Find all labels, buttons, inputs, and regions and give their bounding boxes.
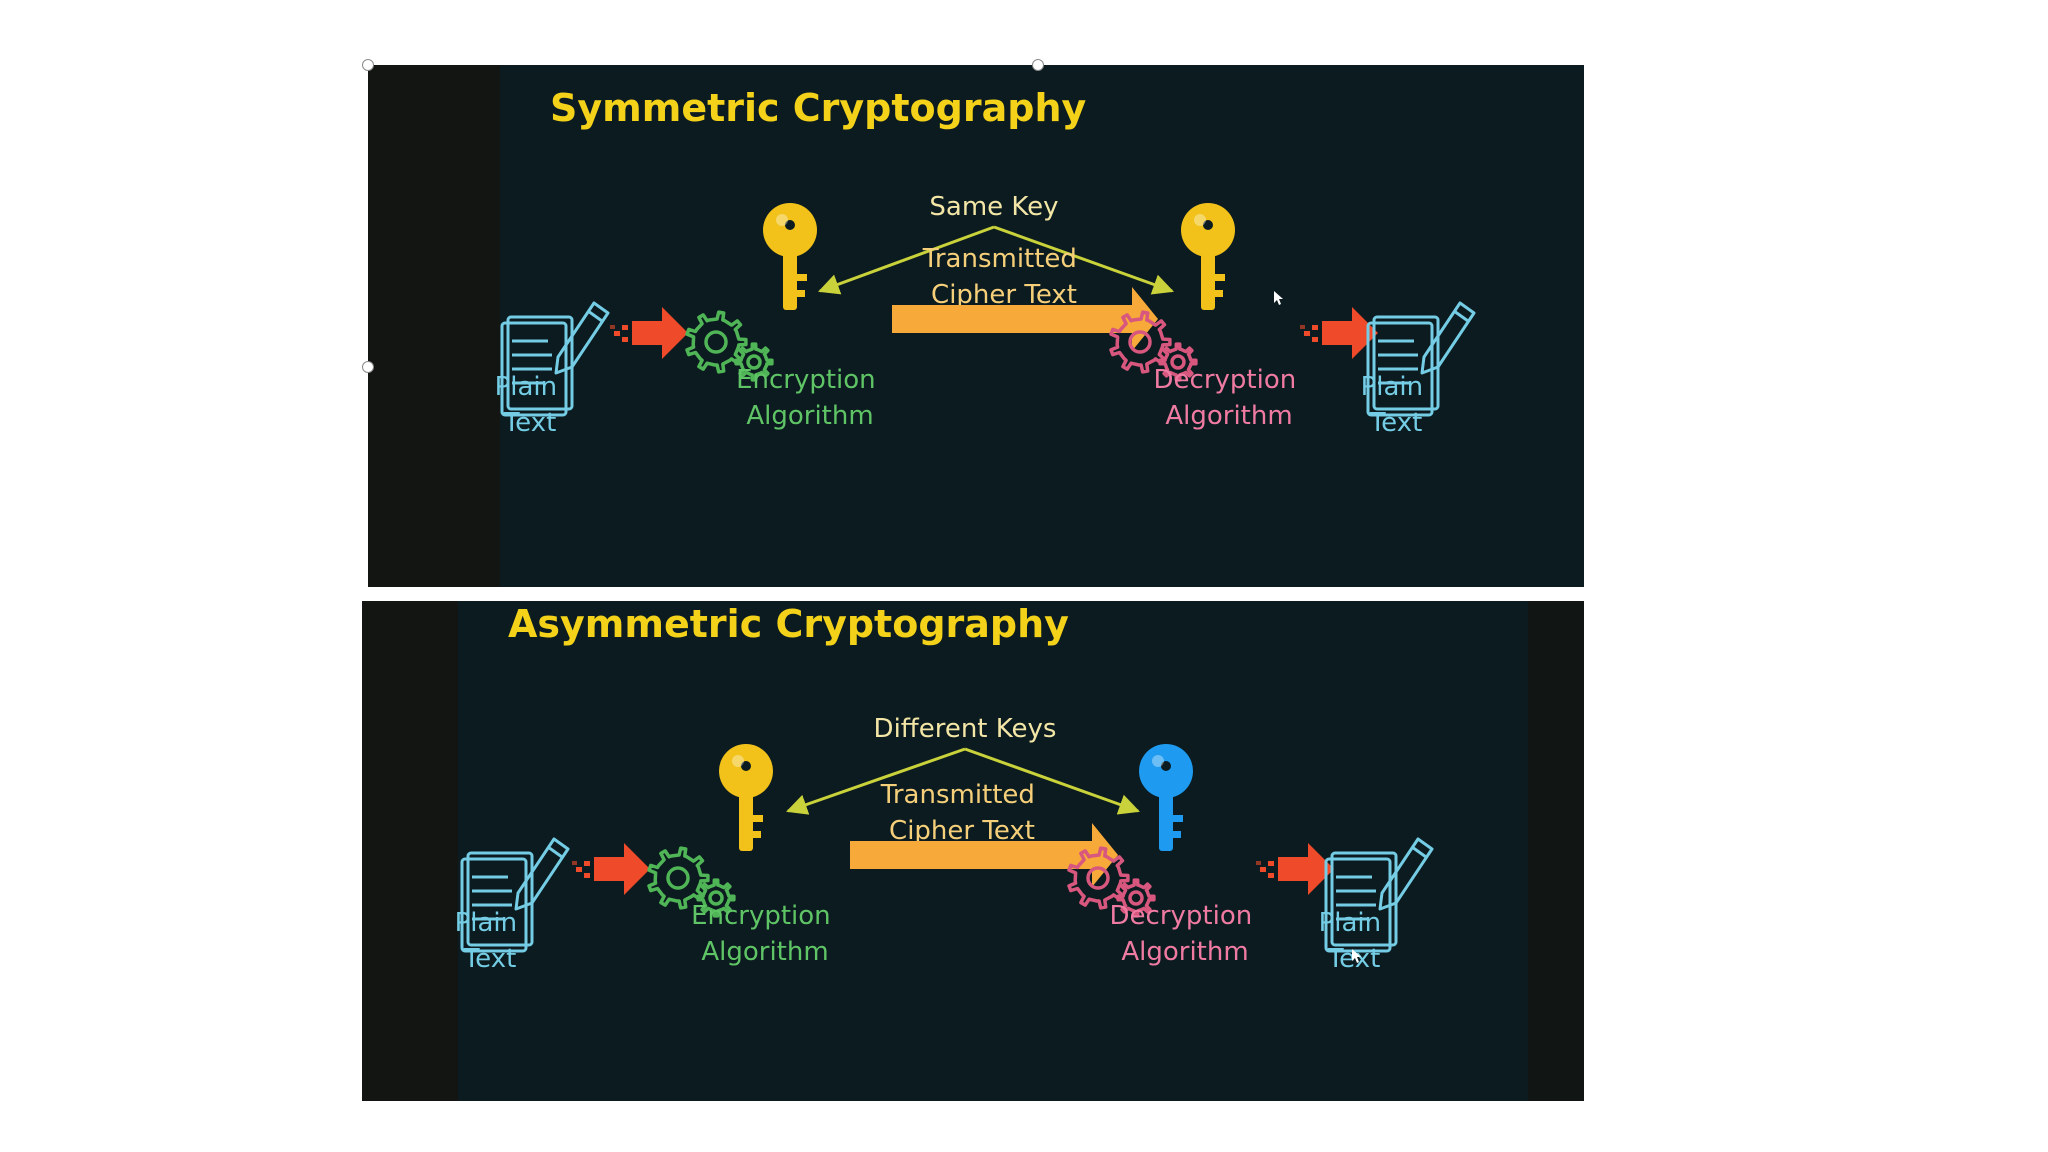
decryption-algorithm-label: Decryption Algorithm [1110,901,1261,967]
transmit-arrow-icon [850,823,1118,887]
symmetric-diagram: Symmetric Cryptography Same Key [495,86,1476,438]
document-icon [460,837,570,953]
red-arrow-icon [610,307,688,359]
gear-icon [1067,846,1156,918]
key-icon [1139,744,1193,851]
gear-icon [685,310,774,382]
encryption-algorithm-label: Encryption Algorithm [691,901,839,967]
key-icon [763,203,817,310]
key-label: Same Key [929,192,1058,222]
document-icon [1324,837,1434,953]
transmitted-cipher-text-label: Transmitted Cipher Text [922,244,1085,310]
asymmetric-diagram: Asymmetric Cryptography Different Keys [455,602,1434,974]
document-icon [1366,301,1476,417]
resize-handle[interactable] [362,361,374,373]
plain-text-label: Plain Text [1319,908,1390,974]
plain-text-label: Plain Text [1361,372,1432,438]
document-icon [500,301,610,417]
panel-title: Symmetric Cryptography [550,86,1086,130]
decryption-algorithm-label: Decryption Algorithm [1154,365,1305,431]
key-icon [719,744,773,851]
transmitted-cipher-text-label: Transmitted Cipher Text [880,780,1043,846]
key-connector-lines [818,225,1174,295]
gear-icon [1109,310,1198,382]
red-arrow-icon [572,843,650,895]
encryption-algorithm-label: Encryption Algorithm [736,365,884,431]
resize-handle[interactable] [1032,59,1044,71]
panel-title: Asymmetric Cryptography [508,602,1069,646]
transmit-arrow-icon [892,287,1158,351]
cursor-icon [1352,949,1361,963]
key-icon [1181,203,1235,310]
symmetric-cryptography-panel: Symmetric Cryptography Same Key [368,65,1584,587]
plain-text-label: Plain Text [455,908,526,974]
red-arrow-icon [1300,307,1378,359]
resize-handle[interactable] [362,59,374,71]
gear-icon [647,846,736,918]
cursor-icon [1274,291,1283,305]
plain-text-label: Plain Text [495,372,566,438]
asymmetric-cryptography-panel: Asymmetric Cryptography Different Keys [362,601,1584,1101]
key-connector-lines [786,747,1140,815]
key-label: Different Keys [874,714,1057,744]
red-arrow-icon [1256,843,1334,895]
